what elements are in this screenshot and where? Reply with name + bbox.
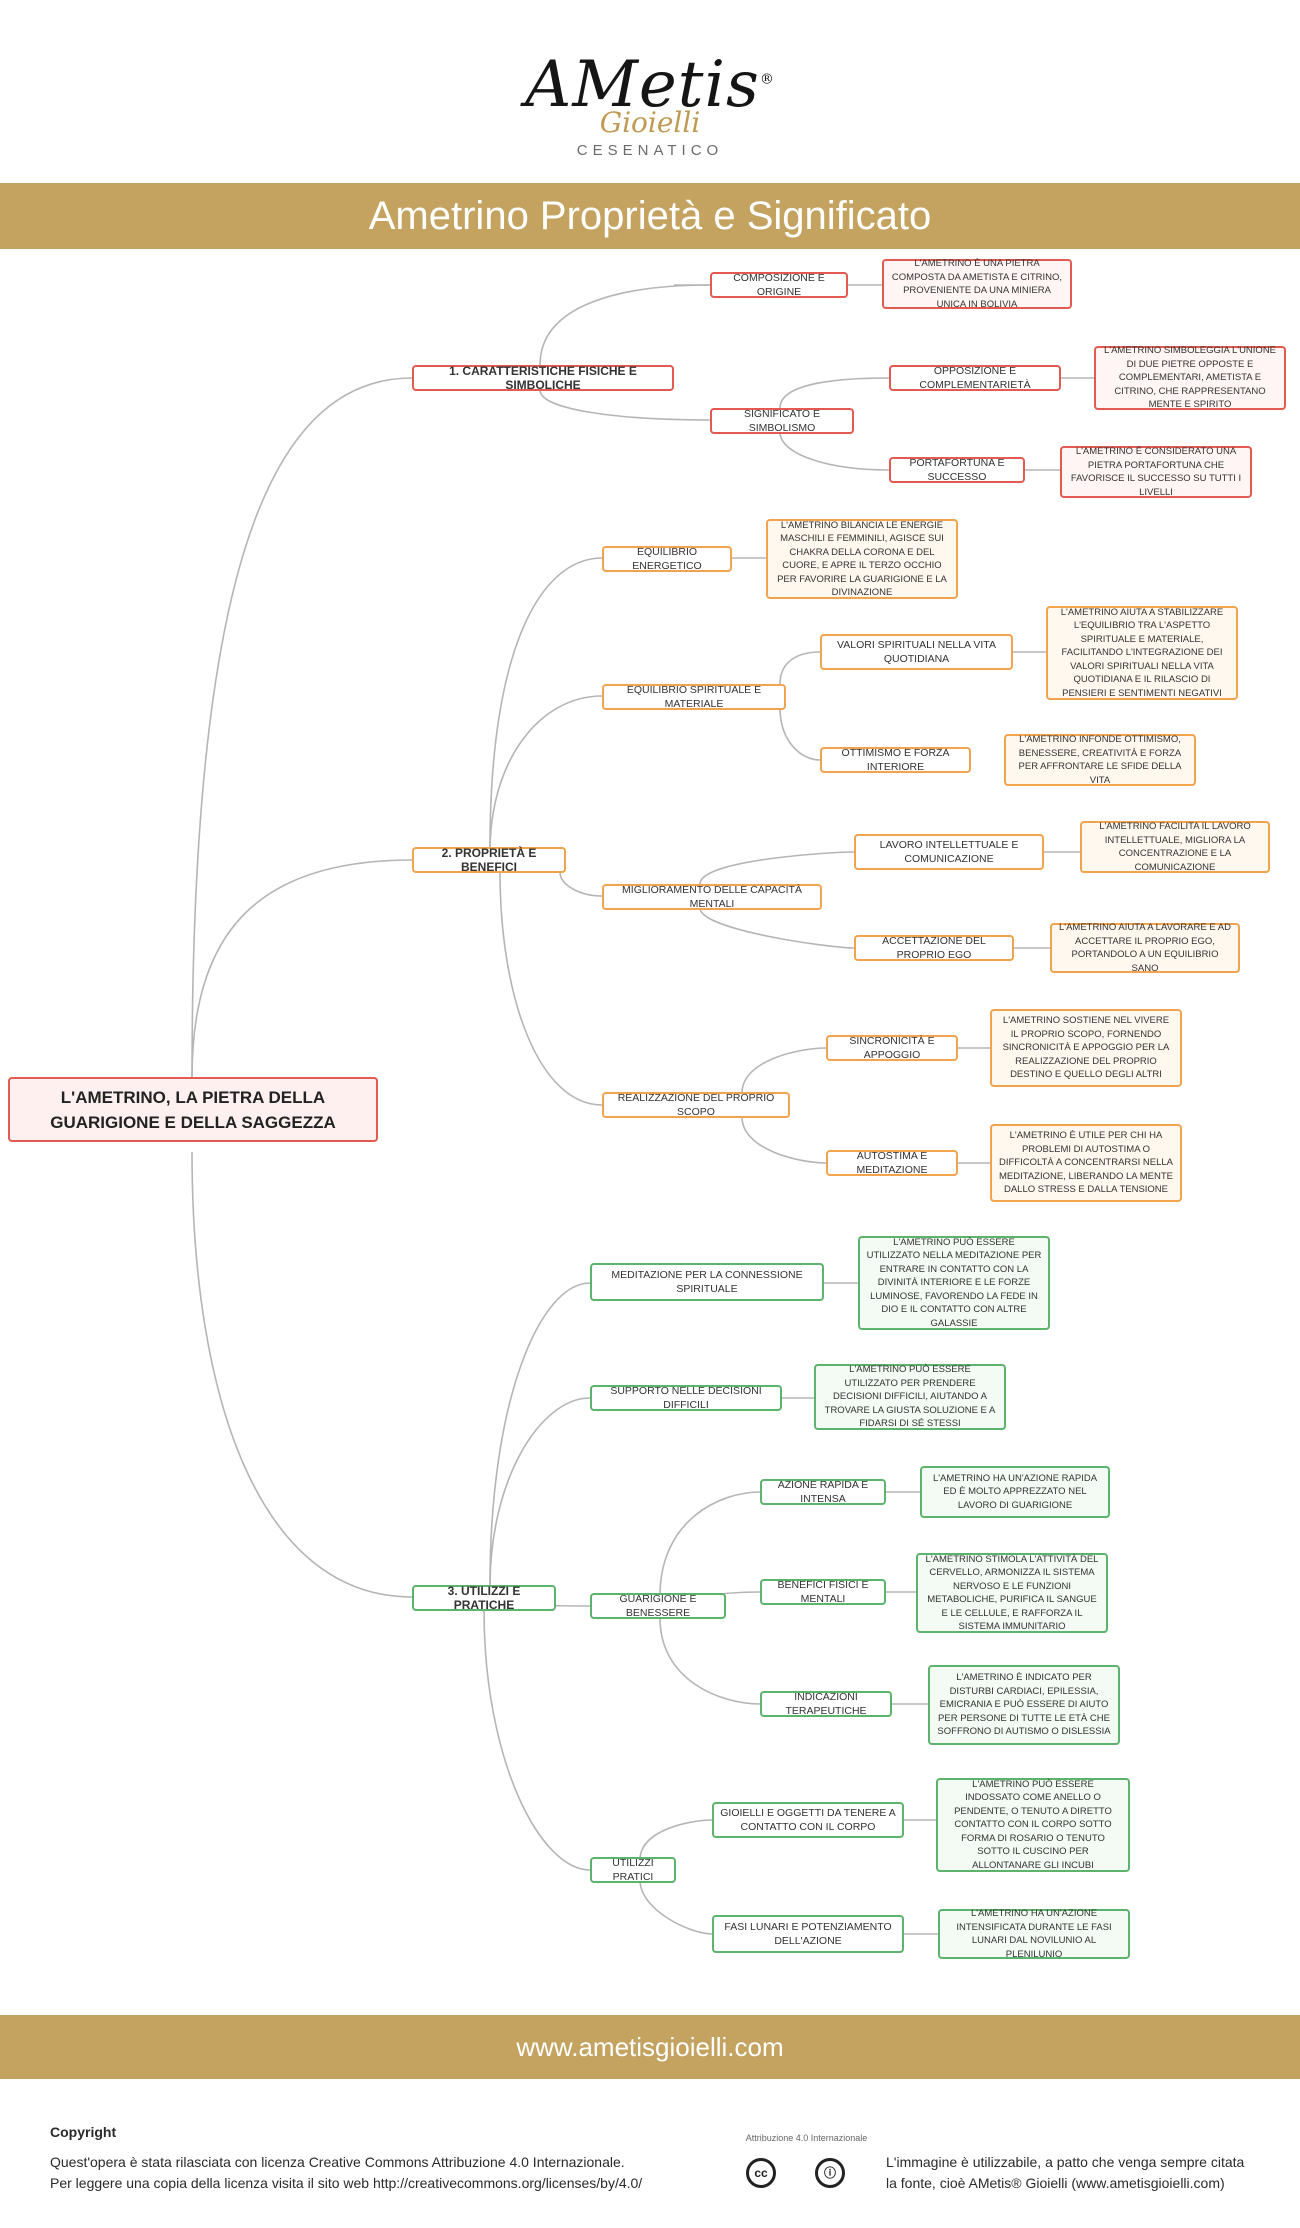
leaf-ego-acceptance: L'AMETRINO AIUTA A LAVORARE E AD ACCETTA… [1050,922,1240,974]
node-healing-wellbeing: GUARIGIONE E BENESSERE [590,1593,726,1619]
section-uses-practices: 3. UTILIZZI E PRATICHE [412,1584,556,1612]
section-properties-benefits: 2. PROPRIETÀ E BENEFICI [412,846,566,874]
attribution-icon: ⓘ [815,2158,845,2188]
leaf-energy-balance: L'AMETRINO BILANCIA LE ENERGIE MASCHILI … [766,519,958,599]
usage-text: L'immagine è utilizzabile, a patto che v… [886,2152,1286,2194]
node-meditation-connection: MEDITAZIONE PER LA CONNESSIONE SPIRITUAL… [590,1263,824,1301]
leaf-jewelry-contact: L'AMETRINO PUÒ ESSERE INDOSSATO COME ANE… [936,1778,1130,1872]
node-physical-mental-benefits: BENEFICI FISICI E MENTALI [760,1579,886,1605]
leaf-difficult-decisions: L'AMETRINO PUÒ ESSERE UTILIZZATO PER PRE… [814,1364,1006,1430]
node-energy-balance: EQUILIBRIO ENERGETICO [602,546,732,572]
node-meaning-symbolism: SIGNIFICATO E SIMBOLISMO [710,408,854,434]
node-ego-acceptance: ACCETTAZIONE DEL PROPRIO EGO [854,935,1014,961]
leaf-lunar-phases: L'AMETRINO HA UN'AZIONE INTENSIFICATA DU… [938,1908,1130,1960]
node-opposition-complementarity: OPPOSIZIONE E COMPLEMENTARIETÀ [889,365,1061,391]
leaf-optimism-strength: L'AMETRINO INFONDE OTTIMISMO, BENESSERE,… [1004,734,1196,786]
license-text: Quest'opera è stata rilasciata con licen… [50,2152,740,2194]
page-title: Ametrino Proprietà e Significato [0,183,1300,249]
section-physical-symbolic: 1. CARATTERISTICHE FISICHE E SIMBOLICHE [412,364,674,392]
leaf-meditation-connection: L'AMETRINO PUÒ ESSERE UTILIZZATO NELLA M… [858,1236,1050,1330]
usage-line-2: la fonte, cioè AMetis® Gioielli (www.ame… [886,2175,1225,2191]
license-line-2: Per leggere una copia della licenza visi… [50,2175,643,2191]
logo-brand-text: AMetis® [525,48,775,122]
node-difficult-decisions: SUPPORTO NELLE DECISIONI DIFFICILI [590,1385,782,1411]
leaf-intellectual-work: L'AMETRINO FACILITA IL LAVORO INTELLETTU… [1080,821,1270,873]
leaf-self-esteem-meditation: L'AMETRINO È UTILE PER CHI HA PROBLEMI D… [990,1124,1182,1202]
website-link[interactable]: www.ametisgioielli.com [0,2015,1300,2079]
node-luck-success: PORTAFORTUNA E SUCCESSO [889,457,1025,483]
leaf-composition-origin: L'AMETRINO È UNA PIETRA COMPOSTA DA AMET… [882,258,1072,310]
node-intellectual-work: LAVORO INTELLETTUALE E COMUNICAZIONE [854,834,1044,870]
license-line-1: Quest'opera è stata rilasciata con licen… [50,2154,625,2170]
leaf-spiritual-values: L'AMETRINO AIUTA A STABILIZZARE L'EQUILI… [1046,606,1238,700]
node-mental-abilities: MIGLIORAMENTO DELLE CAPACITÀ MENTALI [602,884,822,910]
node-therapeutic-indications: INDICAZIONI TERAPEUTICHE [760,1691,892,1717]
leaf-synchronicity-support: L'AMETRINO SOSTIENE NEL VIVERE IL PROPRI… [990,1009,1182,1087]
logo-sub-text: Gioielli [599,106,701,139]
copyright-heading: Copyright [50,2124,117,2140]
node-spiritual-values: VALORI SPIRITUALI NELLA VITA QUOTIDIANA [820,634,1013,670]
leaf-luck-success: L'AMETRINO È CONSIDERATO UNA PIETRA PORT… [1060,446,1252,498]
leaf-therapeutic-indications: L'AMETRINO È INDICATO PER DISTURBI CARDI… [928,1665,1120,1745]
node-composition-origin: COMPOSIZIONE E ORIGINE [710,272,848,298]
node-spiritual-material-balance: EQUILIBRIO SPIRITUALE E MATERIALE [602,684,786,710]
root-node: L'AMETRINO, LA PIETRA DELLA GUARIGIONE E… [8,1077,378,1142]
leaf-opposition-complementarity: L'AMETRINO SIMBOLEGGIA L'UNIONE DI DUE P… [1094,345,1286,410]
cc-license-label: Attribuzione 4.0 Internazionale [745,2133,868,2143]
node-lunar-phases: FASI LUNARI E POTENZIAMENTO DELL'AZIONE [712,1915,904,1953]
leaf-physical-mental-benefits: L'AMETRINO STIMOLA L'ATTIVITÀ DEL CERVEL… [916,1553,1108,1633]
node-life-purpose: REALIZZAZIONE DEL PROPRIO SCOPO [602,1092,790,1118]
node-rapid-action: AZIONE RAPIDA E INTENSA [760,1479,886,1505]
node-optimism-strength: OTTIMISMO E FORZA INTERIORE [820,747,971,773]
leaf-rapid-action: L'AMETRINO HA UN'AZIONE RAPIDA ED È MOLT… [920,1466,1110,1518]
logo-city-text: CESENATICO [576,142,724,159]
node-jewelry-contact: GIOIELLI E OGGETTI DA TENERE A CONTATTO … [712,1802,904,1838]
node-synchronicity-support: SINCRONICITÀ E APPOGGIO [826,1035,958,1061]
node-self-esteem-meditation: AUTOSTIMA E MEDITAZIONE [826,1150,958,1176]
brand-logo: AMetis® Gioielli CESENATICO [0,40,1300,170]
creative-commons-icon: cc [746,2158,776,2188]
usage-line-1: L'immagine è utilizzabile, a patto che v… [886,2154,1245,2170]
node-practical-uses: UTILIZZI PRATICI [590,1857,676,1883]
